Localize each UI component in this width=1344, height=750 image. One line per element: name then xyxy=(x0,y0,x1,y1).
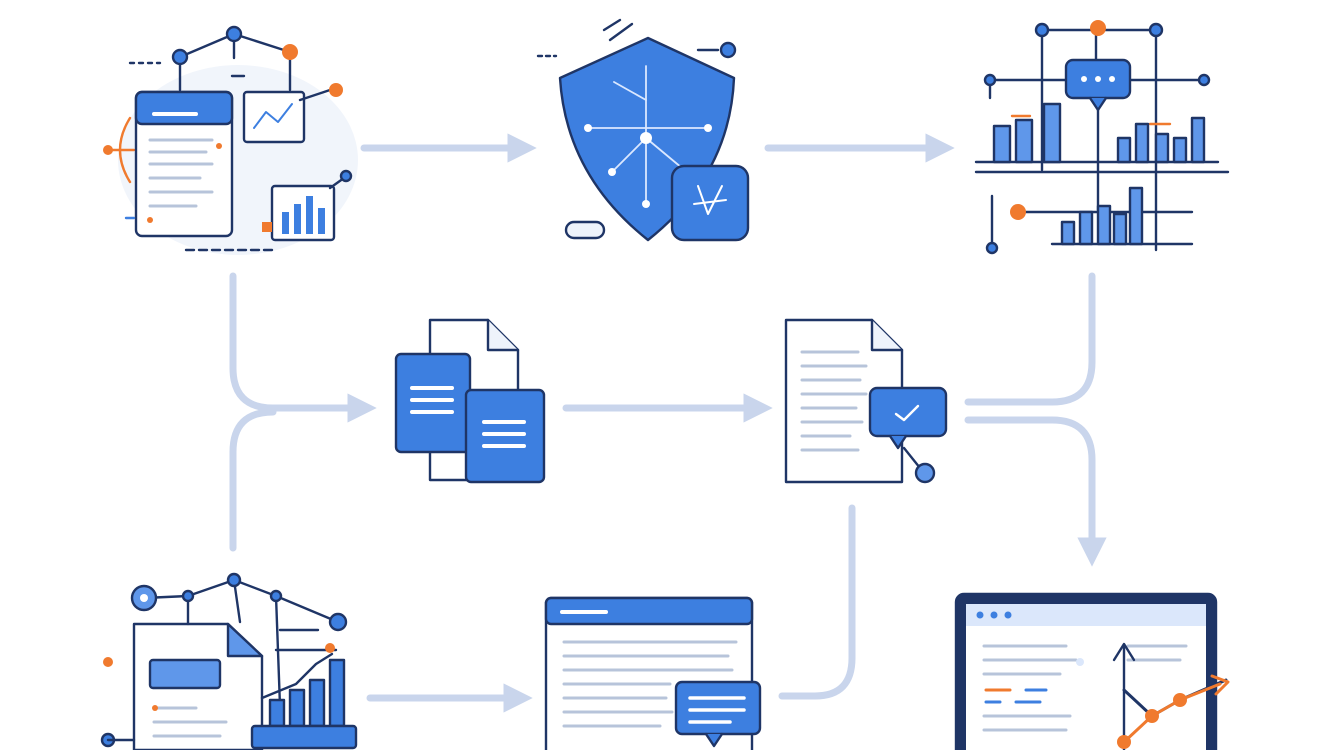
document-graph-icon xyxy=(100,572,358,750)
connector-report-up-merge xyxy=(229,408,277,552)
connector-web-up-to-verified xyxy=(778,504,856,700)
document-check-icon xyxy=(784,318,948,484)
connector-data-down-to-documents xyxy=(229,272,377,423)
document-stack-icon xyxy=(394,318,546,484)
connector-split-to-dashboard xyxy=(964,416,1107,567)
connectors xyxy=(229,133,1107,713)
shield-network-icon xyxy=(536,18,750,242)
connector-analytics-down-merge xyxy=(964,272,1096,406)
dashboard-network-icon xyxy=(103,25,358,255)
browser-chat-icon xyxy=(544,596,762,750)
monitor-trend-icon xyxy=(954,592,1230,750)
bar-chart-network-icon xyxy=(974,20,1230,255)
